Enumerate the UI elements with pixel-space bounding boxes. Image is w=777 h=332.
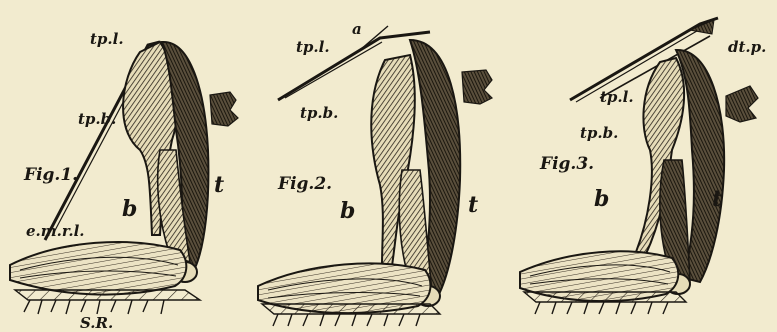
label-b-fig2: b (340, 200, 355, 222)
label-e-m-r-l-fig1: e.m.r.l. (26, 224, 85, 239)
label-b-fig1: b (122, 198, 137, 220)
figure-2-caption: Fig.2. (278, 176, 332, 193)
label-t-fig2: t (468, 194, 478, 216)
figure-1-caption: Fig.1. (24, 167, 78, 184)
label-t-fig3: t (712, 188, 722, 210)
label-tp-b-fig3: tp.b. (580, 126, 618, 141)
label-tp-b-fig1: tp.b. (78, 112, 116, 127)
label-b-fig3: b (594, 188, 609, 210)
figure-3-caption: Fig.3. (540, 156, 594, 173)
label-tp-l-fig1: tp.l. (90, 32, 124, 47)
label-tp-l-fig2: tp.l. (296, 40, 330, 55)
label-tp-l-fig3: tp.l. (600, 90, 634, 105)
label-tp-b-fig2: tp.b. (300, 106, 338, 121)
label-s-r-fig1: S.R. (80, 316, 113, 331)
label-dt-p-fig3: dt.p. (728, 40, 766, 55)
label-a-fig2: a (352, 22, 362, 37)
label-t-fig1: t (214, 174, 224, 196)
